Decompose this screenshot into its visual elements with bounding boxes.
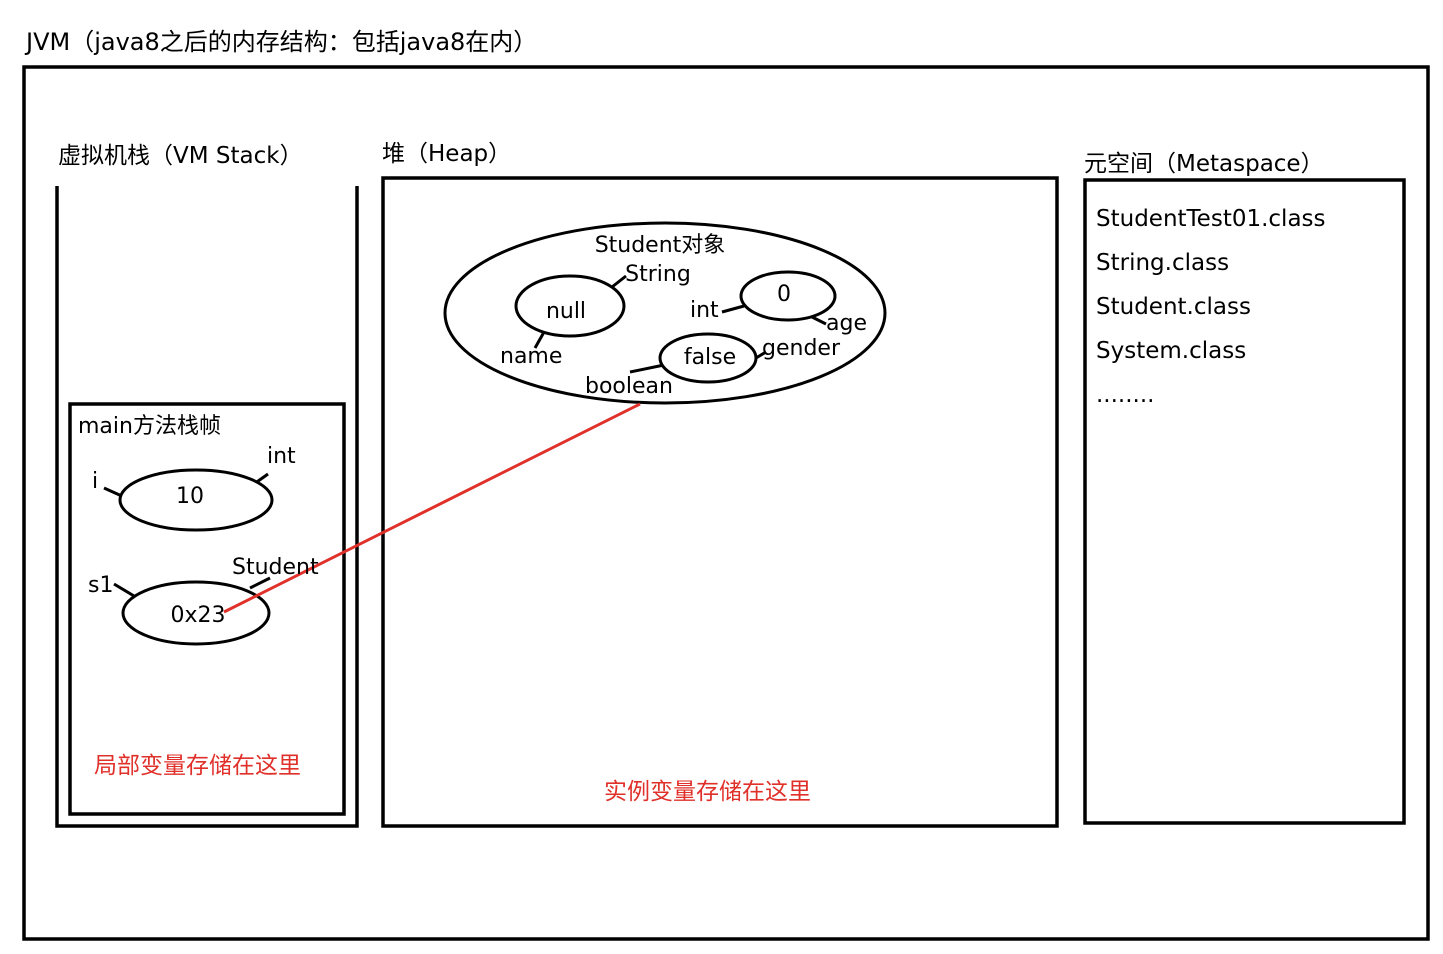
metaspace-class-item: StudentTest01.class <box>1096 206 1326 232</box>
local-variable-note: 局部变量存储在这里 <box>94 753 301 779</box>
vm-stack-box <box>55 186 359 828</box>
age-type-label: int <box>690 298 719 323</box>
age-value-text: 0 <box>777 282 791 307</box>
main-frame-label: main方法栈帧 <box>78 414 221 439</box>
student-object-ellipse <box>443 221 887 405</box>
gender-field-label: gender <box>762 336 841 361</box>
jvm-box <box>22 65 1430 941</box>
gender-type-label: boolean <box>585 374 673 399</box>
metaspace-class-item: System.class <box>1096 338 1247 364</box>
gender-type-tick <box>629 363 665 374</box>
s1-value-text: 0x23 <box>170 603 225 628</box>
age-field-label: age <box>826 311 867 336</box>
age-type-tick <box>721 304 745 314</box>
metaspace-class-ellipsis: ........ <box>1096 382 1155 408</box>
metaspace-box <box>1083 178 1406 825</box>
s1-name-label: s1 <box>88 573 113 598</box>
metaspace-class-item: String.class <box>1096 250 1230 276</box>
i-value-text: 10 <box>176 484 204 509</box>
diagram-title: JVM（java8之后的内存结构：包括java8在内） <box>26 28 538 56</box>
gender-value-ellipse <box>658 332 758 384</box>
reference-pointer-line <box>223 402 641 614</box>
gender-value-text: false <box>684 345 736 370</box>
s1-type-label: Student <box>232 555 319 580</box>
i-type-label: int <box>267 444 296 469</box>
i-name-label: i <box>92 469 98 494</box>
name-type-label: String <box>625 262 691 287</box>
s1-type-tick <box>249 576 271 590</box>
i-value-ellipse <box>118 468 274 532</box>
name-value-text: null <box>546 299 586 324</box>
name-field-label: name <box>500 344 562 369</box>
name-value-ellipse <box>514 274 626 338</box>
heap-label: 堆（Heap） <box>382 141 512 167</box>
main-frame-box <box>68 402 346 816</box>
name-type-tick <box>611 274 627 289</box>
instance-variable-note: 实例变量存储在这里 <box>604 779 811 805</box>
heap-box <box>381 176 1059 828</box>
metaspace-label: 元空间（Metaspace） <box>1084 151 1324 177</box>
s1-value-ellipse <box>121 580 271 646</box>
s1-name-tick <box>113 582 135 598</box>
student-object-label: Student对象 <box>595 233 726 258</box>
gender-name-tick <box>755 350 767 360</box>
metaspace-class-item: Student.class <box>1096 294 1251 320</box>
vm-stack-label: 虚拟机栈（VM Stack） <box>58 143 303 169</box>
age-value-ellipse <box>739 270 837 322</box>
